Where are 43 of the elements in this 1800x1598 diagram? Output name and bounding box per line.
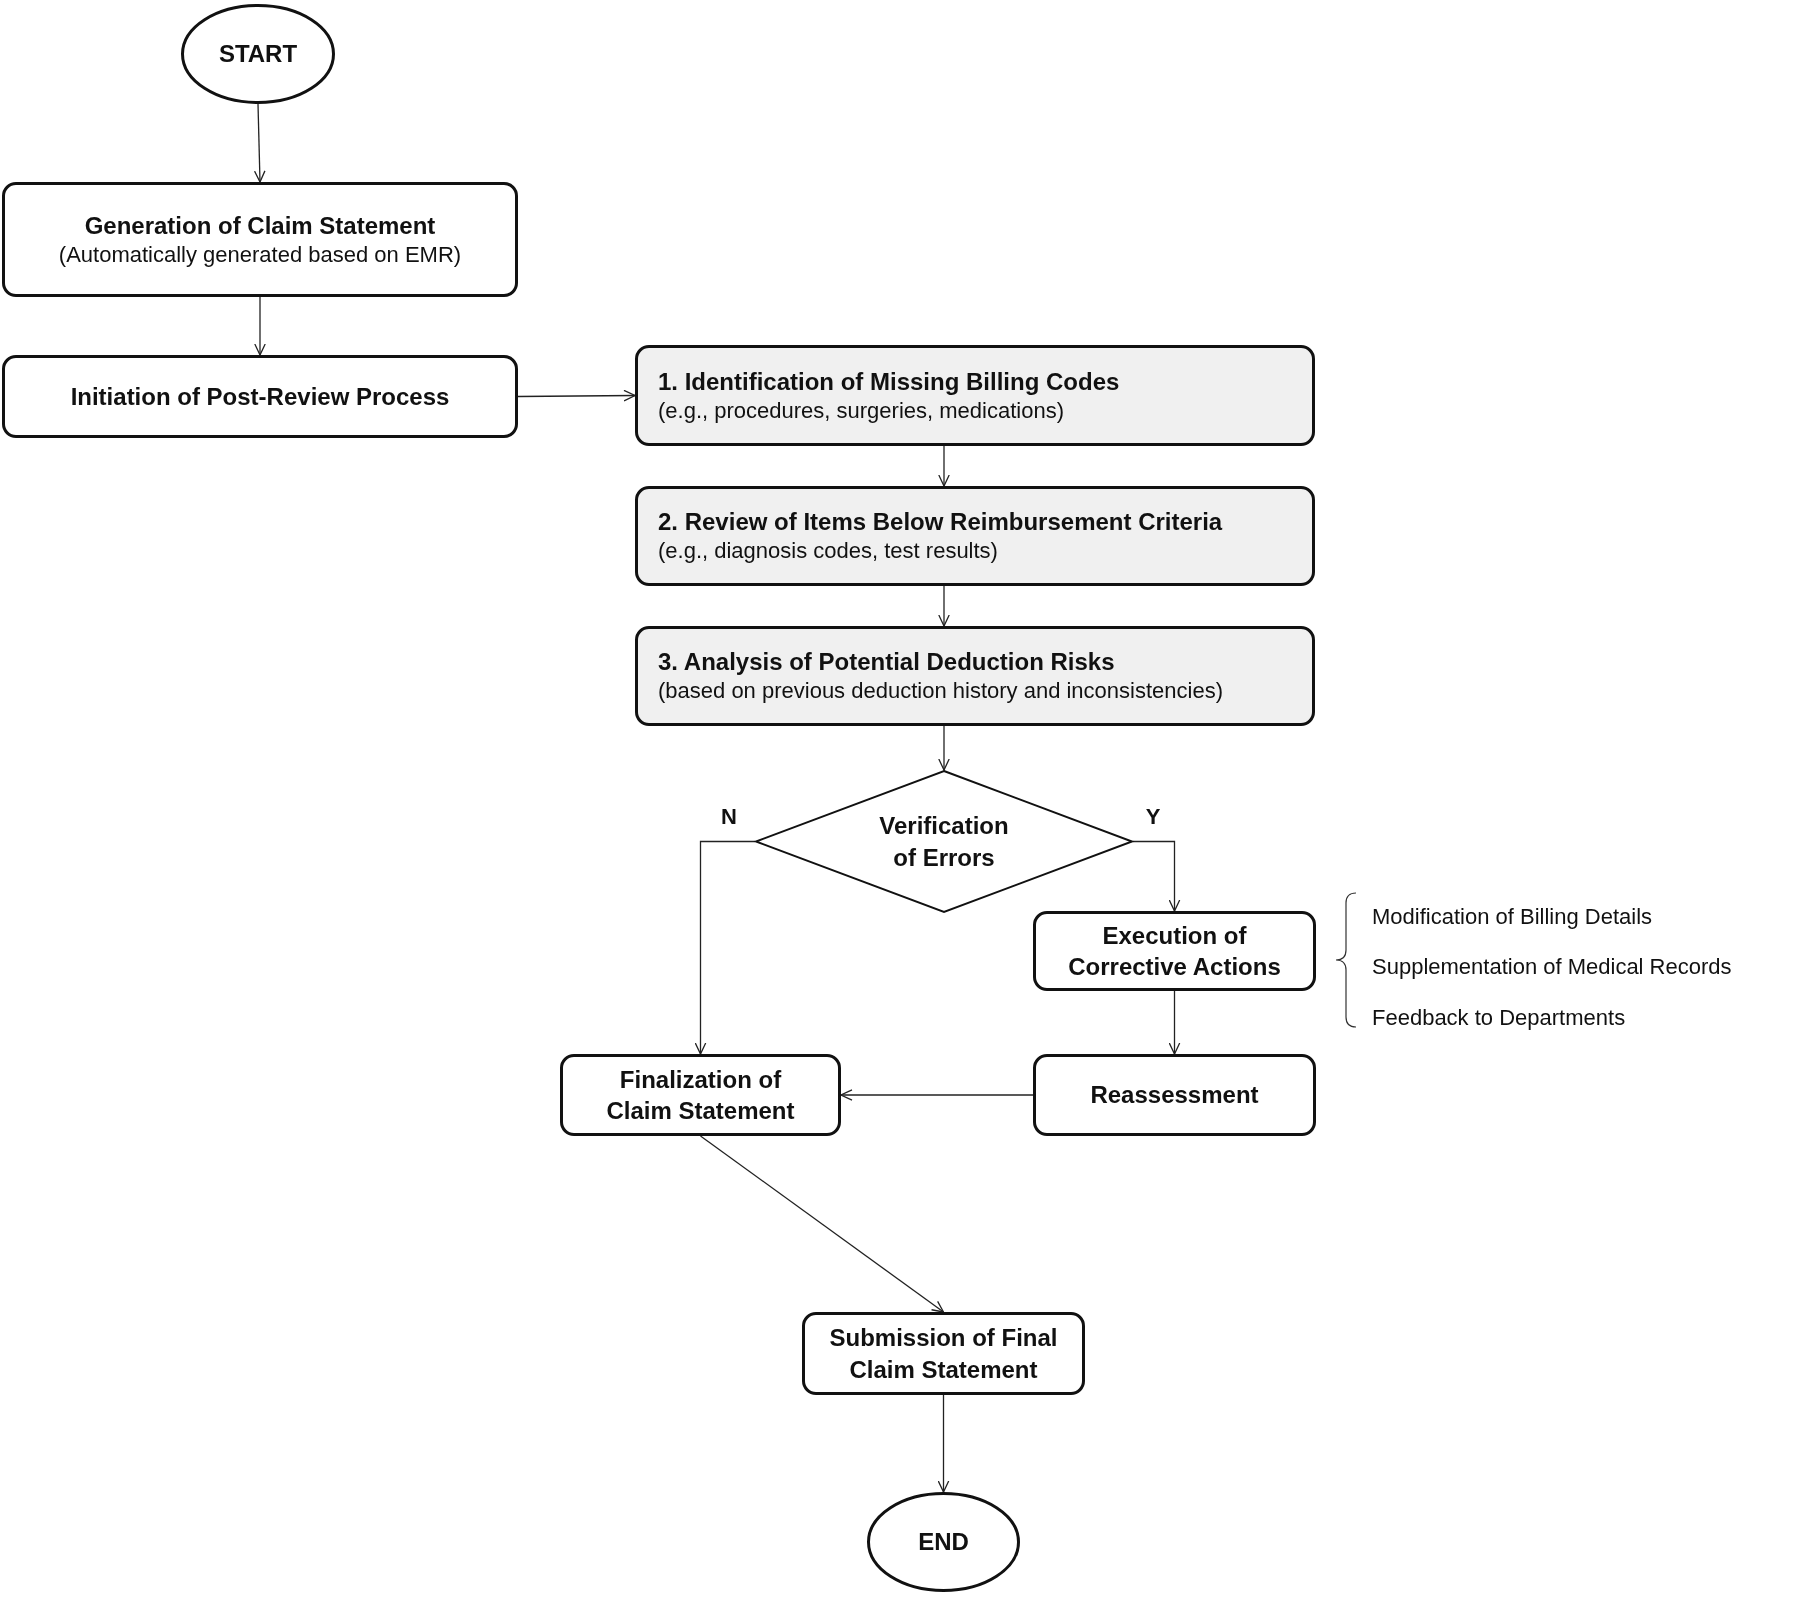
arrow	[254, 296, 266, 356]
node-label: Finalization of Claim Statement	[605, 1064, 796, 1126]
arrow	[694, 840, 756, 1055]
arrow	[938, 725, 950, 771]
arrow	[699, 1135, 945, 1313]
process-box	[635, 345, 1315, 446]
node-label: END	[918, 1527, 969, 1558]
process-box	[635, 626, 1315, 726]
arrow	[938, 445, 950, 487]
process-box	[802, 1312, 1085, 1395]
node-label: Reassessment	[1090, 1080, 1259, 1111]
step-note: (based on previous deduction history and inconsistencies)	[658, 677, 1223, 706]
step-title: 2. Review of Items Below Reimbursement Criteria	[658, 507, 1223, 538]
arrow	[937, 1394, 950, 1493]
step-note: (Automatically generated based on EMR)	[58, 240, 462, 269]
node-label: Submission of Final Claim Statement	[828, 1323, 1059, 1385]
step-title: 1. Identification of Missing Billing Codes	[658, 366, 1120, 397]
action-item: Modification of Billing Details	[1372, 904, 1653, 930]
arrow	[1168, 990, 1181, 1055]
action-item: Feedback to Departments	[1372, 1005, 1626, 1031]
action-item: Supplementation of Medical Records	[1372, 954, 1732, 980]
decision-diamond	[755, 770, 1133, 913]
step-title: Generation of Claim Statement	[84, 210, 436, 241]
process-box	[2, 355, 518, 438]
process-box	[1033, 1054, 1316, 1136]
terminal-oval	[867, 1492, 1020, 1592]
terminal-oval	[181, 4, 335, 104]
node-label: START	[218, 39, 298, 70]
node-label: Initiation of Post-Review Process	[70, 381, 450, 412]
node-label: Execution of Corrective Actions	[1067, 920, 1282, 982]
step-note: (e.g., diagnosis codes, test results)	[658, 537, 998, 566]
process-box	[2, 182, 518, 297]
step-note: (e.g., procedures, surgeries, medications)	[658, 396, 1064, 425]
arrow	[517, 389, 636, 402]
process-box	[1033, 911, 1316, 991]
step-title: 3. Analysis of Potential Deduction Risks	[658, 647, 1115, 678]
arrow	[840, 1089, 1034, 1101]
process-box	[560, 1054, 841, 1136]
process-box	[635, 486, 1315, 586]
arrow	[253, 103, 266, 183]
node-label: Verification of Errors	[878, 811, 1010, 873]
arrow	[938, 585, 950, 627]
arrow	[1132, 840, 1181, 912]
